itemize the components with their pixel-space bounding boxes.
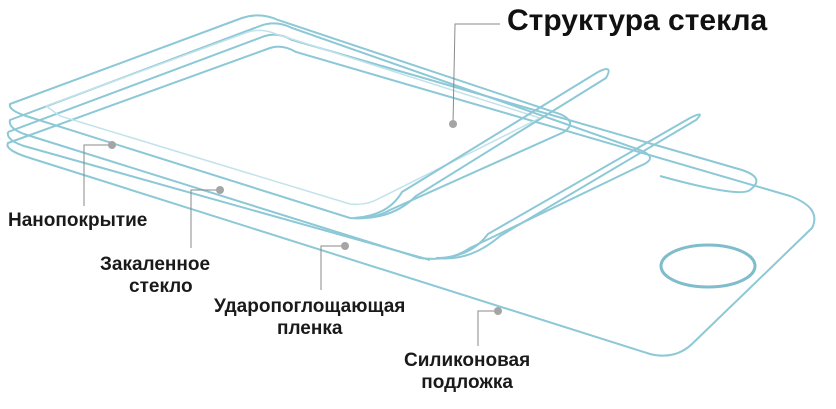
tempered-leader-dot [216,186,224,194]
silicone-base-label-line-1: Силиконовая [404,350,530,372]
nano-coating-label: Нанопокрытие [8,210,147,232]
home-button-icon [661,245,755,287]
nano-coating-label-line: Нанопокрытие [8,210,147,232]
silicone-base-label: Силиконовая подложка [404,350,530,394]
nano-leader-dot [108,141,116,149]
nano-coating-inner [46,30,540,204]
shock-film-label-line-1: Ударопоглощающая [214,296,405,318]
shock-film-label: Ударопоглощающая пленка [214,296,405,340]
title-leader-dot [449,120,457,128]
silicone-leader-line [478,311,498,346]
film-layer-outline [8,35,756,192]
tempered-leader-line [191,190,220,248]
tempered-glass-label-line-2: стекло [100,276,210,298]
nano-coating-layer-outline [10,15,570,218]
tempered-glass-curl [436,114,700,258]
diagram-title: Структура стекла [507,4,767,39]
silicone-base-label-line-2: подложка [404,372,530,394]
shock-film-label-line-2: пленка [214,318,405,340]
film-leader-line [321,246,345,290]
nano-coating-curl [354,69,609,218]
film-leader-dot [341,242,349,250]
silicone-leader-dot [494,307,502,315]
tempered-glass-label-line-1: Закаленное [100,254,210,276]
tempered-glass-label: Закаленное стекло [100,254,210,298]
